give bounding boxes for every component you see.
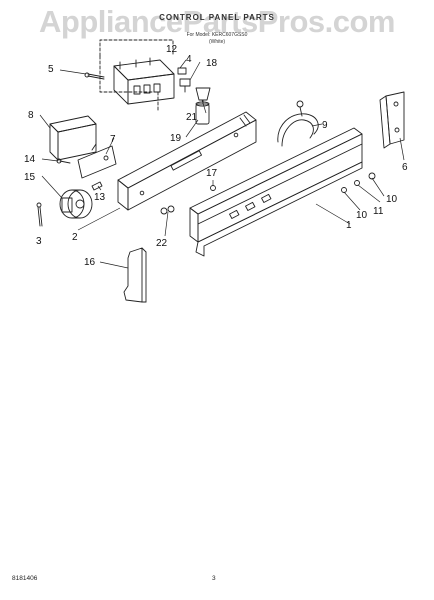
callout-13: 13	[94, 192, 106, 203]
callout-14: 14	[24, 154, 36, 165]
screw-3	[36, 202, 43, 227]
callout-2: 2	[72, 232, 78, 243]
callout-15: 15	[24, 172, 36, 183]
callout-3: 3	[36, 236, 42, 247]
bracket-7	[77, 143, 117, 179]
color-code: (White)	[208, 39, 226, 45]
callout-7: 7	[110, 134, 116, 145]
spacer-19	[195, 101, 210, 125]
callout-6: 6	[402, 162, 408, 173]
switch-assembly-outline	[99, 39, 174, 113]
wire-harness-9	[277, 100, 319, 147]
clip-4	[177, 67, 187, 75]
clip-13	[91, 181, 103, 191]
screw-17	[210, 185, 216, 191]
callout-10-lower: 10	[356, 210, 368, 221]
callout-9: 9	[322, 120, 328, 131]
leader-lines	[39, 59, 405, 269]
clip-22	[160, 205, 175, 215]
screw-5	[84, 72, 105, 80]
callout-5: 5	[48, 64, 54, 75]
callout-10-upper: 10	[386, 194, 398, 205]
callout-12: 12	[166, 44, 178, 55]
module-8	[49, 115, 97, 161]
callout-22: 22	[156, 238, 168, 249]
document-number: 8181406	[12, 575, 38, 582]
side-bracket-16	[123, 247, 147, 303]
callout-21: 21	[186, 112, 198, 123]
callout-labels: 5 12 4 18 21 19 8 7 14 15 13 3 2 16 22 1…	[24, 44, 408, 268]
model-number: For Model: KERC607GSS0	[186, 32, 248, 38]
channel-2	[117, 111, 257, 211]
screw-10-lower	[341, 187, 347, 193]
callout-1: 1	[346, 220, 352, 231]
diagram-title: CONTROL PANEL PARTS	[159, 13, 275, 22]
callout-18: 18	[206, 58, 218, 69]
callout-8: 8	[28, 110, 34, 121]
clip-18	[179, 78, 191, 93]
callout-19: 19	[170, 133, 182, 144]
callout-4: 4	[186, 54, 192, 65]
screw-10-upper	[368, 172, 376, 180]
control-panel-1	[189, 127, 363, 257]
screw-11	[354, 180, 360, 186]
switch-block	[113, 57, 175, 105]
callout-17: 17	[206, 168, 218, 179]
callout-11: 11	[373, 206, 384, 217]
housing-15	[59, 189, 93, 219]
callout-16: 16	[84, 257, 96, 268]
end-bracket-6	[379, 91, 405, 149]
page-number: 3	[212, 575, 216, 582]
